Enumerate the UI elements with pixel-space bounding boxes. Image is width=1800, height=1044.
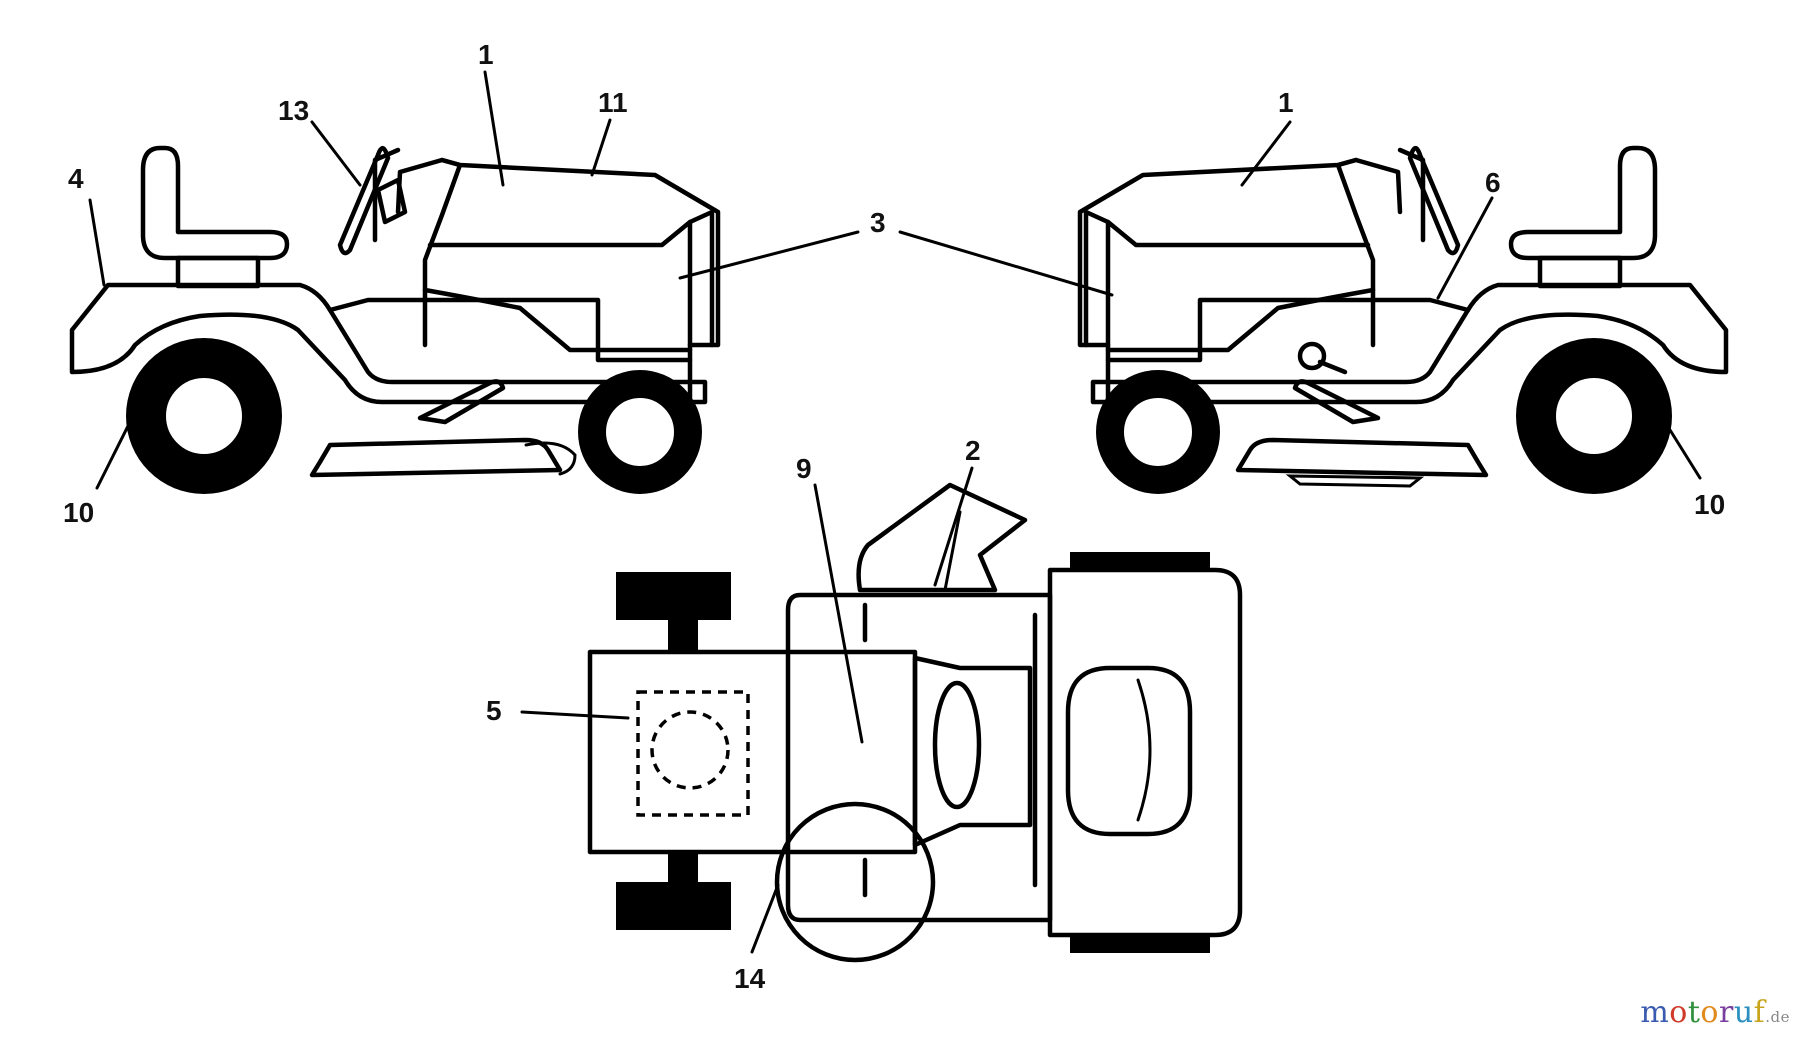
callout-4: 4 (68, 163, 84, 194)
rear-tire-top-upper (1070, 552, 1210, 570)
rear-hub-right (1552, 374, 1636, 458)
seat-right (1508, 145, 1658, 261)
frame-step-right (1105, 297, 1471, 363)
leader-6 (1436, 196, 1494, 300)
grille-right (1083, 209, 1111, 348)
callout-1-right: 1 (1278, 87, 1294, 118)
deck-chute-left (524, 441, 577, 476)
leader-lines (88, 70, 1702, 954)
watermark-letter: o (1700, 995, 1719, 1030)
leader-10-left (95, 410, 137, 490)
leader-13 (310, 120, 362, 187)
callout-1-left: 1 (478, 39, 494, 70)
leader-10-right (1648, 396, 1702, 480)
steering-wheel-top (932, 680, 982, 810)
lift-lever-left (417, 379, 506, 425)
leader-5 (520, 710, 630, 720)
front-hub-left (602, 394, 678, 470)
steering-wheel-left (337, 146, 391, 256)
front-tire-top-lower (616, 882, 731, 930)
engine-outline-top (636, 690, 750, 817)
leader-4 (88, 198, 106, 287)
watermark-logo: motoruf.de (1640, 995, 1790, 1030)
watermark-letter: u (1733, 995, 1754, 1030)
leader-2 (933, 466, 974, 587)
seat-left (140, 145, 290, 261)
discharge-chute-top (856, 482, 1028, 593)
callout-13: 13 (278, 95, 309, 126)
deck-skid-right (1285, 474, 1425, 488)
chute-line-top (943, 510, 962, 592)
watermark-letter: t (1687, 995, 1701, 1030)
steering-wheel-right (1407, 146, 1461, 256)
hood-lower-line-right (1105, 287, 1376, 353)
leader-9 (813, 483, 864, 744)
watermark-letter: r (1718, 995, 1734, 1030)
tractor-right-side-view (1077, 145, 1729, 494)
tractor-left-side-view (69, 145, 721, 494)
lift-lever-right (1292, 379, 1381, 425)
hood-rear-edge-left (422, 157, 463, 348)
callout-9: 9 (796, 453, 812, 484)
callout-10-right: 10 (1694, 489, 1725, 520)
console-top (912, 655, 1033, 848)
deck-blade-housing-top (774, 801, 936, 963)
callout-10-left: 10 (63, 497, 94, 528)
hood-side-line-right (1105, 219, 1371, 348)
rear-hub-left (162, 374, 246, 458)
callout-2: 2 (965, 435, 981, 466)
tractor-top-view (587, 482, 1243, 963)
lever-handle-right (1317, 359, 1348, 375)
seat-support-right (1537, 255, 1623, 289)
mower-deck-left (309, 437, 563, 478)
callout-labels: 1 1 2 3 4 5 6 9 10 10 11 13 14 (63, 39, 1725, 994)
hood-side-line-left (427, 219, 693, 348)
hood-lower-line-left (422, 287, 693, 353)
leader-11 (590, 118, 612, 177)
rear-body-top (1047, 567, 1243, 938)
hood-rear-edge-right (1335, 157, 1376, 348)
callout-5: 5 (486, 695, 502, 726)
watermark-letter: m (1640, 995, 1670, 1030)
watermark-letter: f (1753, 995, 1766, 1030)
frame-step-left (327, 297, 693, 363)
front-hub-right (1120, 394, 1196, 470)
callout-11: 11 (598, 87, 628, 118)
watermark-letter: o (1669, 995, 1688, 1030)
rear-tire-top-lower (1070, 935, 1210, 953)
leader-3-left (678, 230, 860, 280)
hood-top (587, 649, 918, 855)
seat-top (1065, 665, 1193, 837)
watermark-suffix: .de (1765, 1008, 1790, 1026)
lever-knob-right (1297, 341, 1327, 371)
seat-support-left (175, 255, 261, 289)
leader-14 (750, 883, 780, 954)
dash-left (375, 177, 408, 225)
leader-3-right (898, 230, 1114, 297)
hood-left (395, 157, 721, 403)
callout-14: 14 (734, 963, 766, 994)
callout-3: 3 (870, 207, 886, 238)
seat-back-top (1136, 678, 1152, 822)
front-tire-top-upper (616, 572, 731, 620)
mower-deck-right (1235, 437, 1489, 478)
hood-right (1077, 157, 1403, 403)
engine-air-filter-top (650, 710, 730, 790)
grille-left (687, 209, 715, 348)
leader-1-right (1240, 120, 1292, 187)
leader-1-left (483, 70, 505, 187)
mower-deck-top (785, 592, 1053, 923)
callout-6: 6 (1485, 167, 1501, 198)
